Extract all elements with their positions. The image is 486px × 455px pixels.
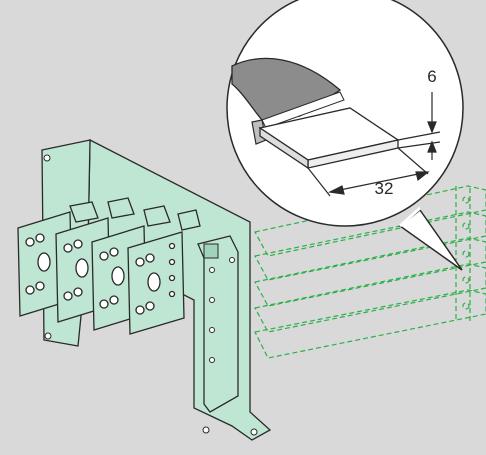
thickness-label: 6 [427,67,436,86]
mount-hole [250,428,258,436]
connection-pad [127,209,201,335]
flat-busbar [258,107,400,170]
dimension-thickness [397,92,441,160]
dimension-width [307,147,430,197]
mount-hole [44,332,52,340]
mount-hole [202,426,210,434]
connection-pads [17,197,201,335]
ghost-busbars [254,185,486,359]
mount-hole [43,154,51,162]
detail-callout: 6 32 [226,0,464,271]
width-label: 32 [375,179,394,198]
